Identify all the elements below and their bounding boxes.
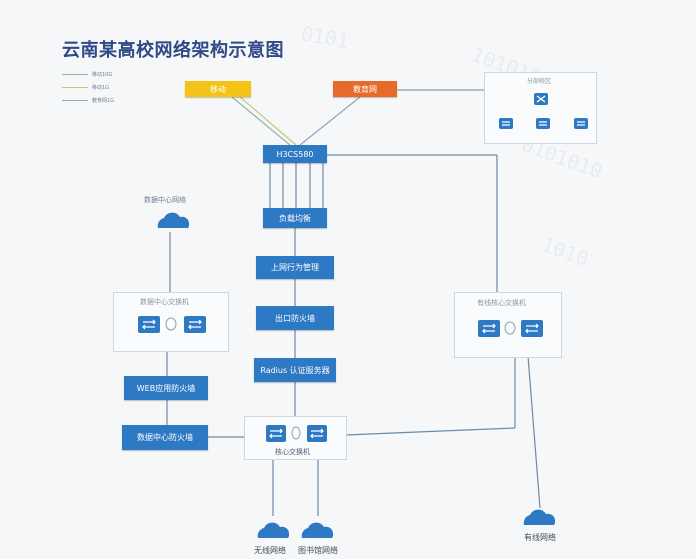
wired-core-switch-panel[interactable]: 有线核心交换机 [454, 292, 562, 358]
branch-campus-label: 分部校区 [527, 78, 552, 85]
behavior-mgmt-box[interactable]: 上网行为管理 [256, 256, 334, 279]
watermark-pattern: 10101010 0101010 1010 0101 [299, 21, 606, 271]
legend-item: 移动1G [62, 84, 109, 91]
switch-icon [184, 316, 206, 333]
load-balancer-box[interactable]: 负载均衡 [263, 208, 327, 228]
datacenter-network-label: 数据中心网络 [144, 196, 186, 204]
wired-core-switch-label: 有线核心交换机 [477, 299, 526, 307]
wired-network-label: 有线网络 [524, 533, 556, 542]
egress-firewall-box[interactable]: 出口防火墙 [256, 306, 334, 330]
legend-item: 移动10G [62, 71, 112, 78]
legend-label: 移动10G [92, 72, 113, 78]
legend-label: 移动1G [92, 85, 110, 91]
legend-swatch [62, 100, 88, 101]
switch-icon [266, 425, 286, 442]
core-switch-panel[interactable]: 核心交换机 [244, 416, 347, 460]
legend-swatch [62, 87, 88, 88]
switch-icon [521, 320, 543, 337]
cloud-icon-wired [523, 509, 556, 525]
isp-mobile-box[interactable]: 移动 [185, 81, 251, 97]
branch-campus-panel[interactable]: 分部校区 [484, 72, 597, 144]
datacenter-firewall-box[interactable]: 数据中心防火墙 [122, 425, 208, 450]
page-title: 云南某高校网络架构示意图 [62, 40, 284, 61]
link-icon [291, 426, 301, 440]
datacenter-switch-panel[interactable]: 数据中心交换机 [113, 292, 229, 352]
wireless-network-label: 无线网络 [254, 546, 286, 555]
legend-label: 教育网1G [92, 98, 115, 104]
cloud-icons [157, 212, 556, 538]
cloud-icon-wireless [257, 522, 290, 538]
switch-icon [574, 118, 588, 129]
radius-server-box[interactable]: Radius 认证服务器 [254, 358, 336, 382]
datacenter-switch-label: 数据中心交换机 [140, 298, 189, 306]
switch-icon [478, 320, 500, 337]
link-icon [165, 317, 177, 331]
switch-icon [307, 425, 327, 442]
svg-text:0101: 0101 [299, 21, 351, 53]
web-firewall-box[interactable]: WEB应用防火墙 [124, 376, 208, 400]
cloud-icon-datacenter [157, 212, 190, 228]
svg-text:1010: 1010 [538, 232, 591, 271]
switch-icon [499, 118, 513, 129]
library-network-label: 图书馆网络 [298, 546, 338, 555]
h3c-switch-box[interactable]: H3CS580 [263, 145, 327, 163]
isp-edu-box[interactable]: 教育网 [333, 81, 397, 97]
core-switch-label: 核心交换机 [275, 448, 310, 456]
legend-swatch [62, 74, 88, 75]
legend-item: 教育网1G [62, 97, 114, 104]
switch-icon [536, 118, 550, 129]
switch-icon [138, 316, 160, 333]
link-icon [504, 321, 516, 335]
cloud-icon-library [301, 522, 334, 538]
router-icon [534, 93, 548, 105]
connection-lines [166, 89, 541, 516]
